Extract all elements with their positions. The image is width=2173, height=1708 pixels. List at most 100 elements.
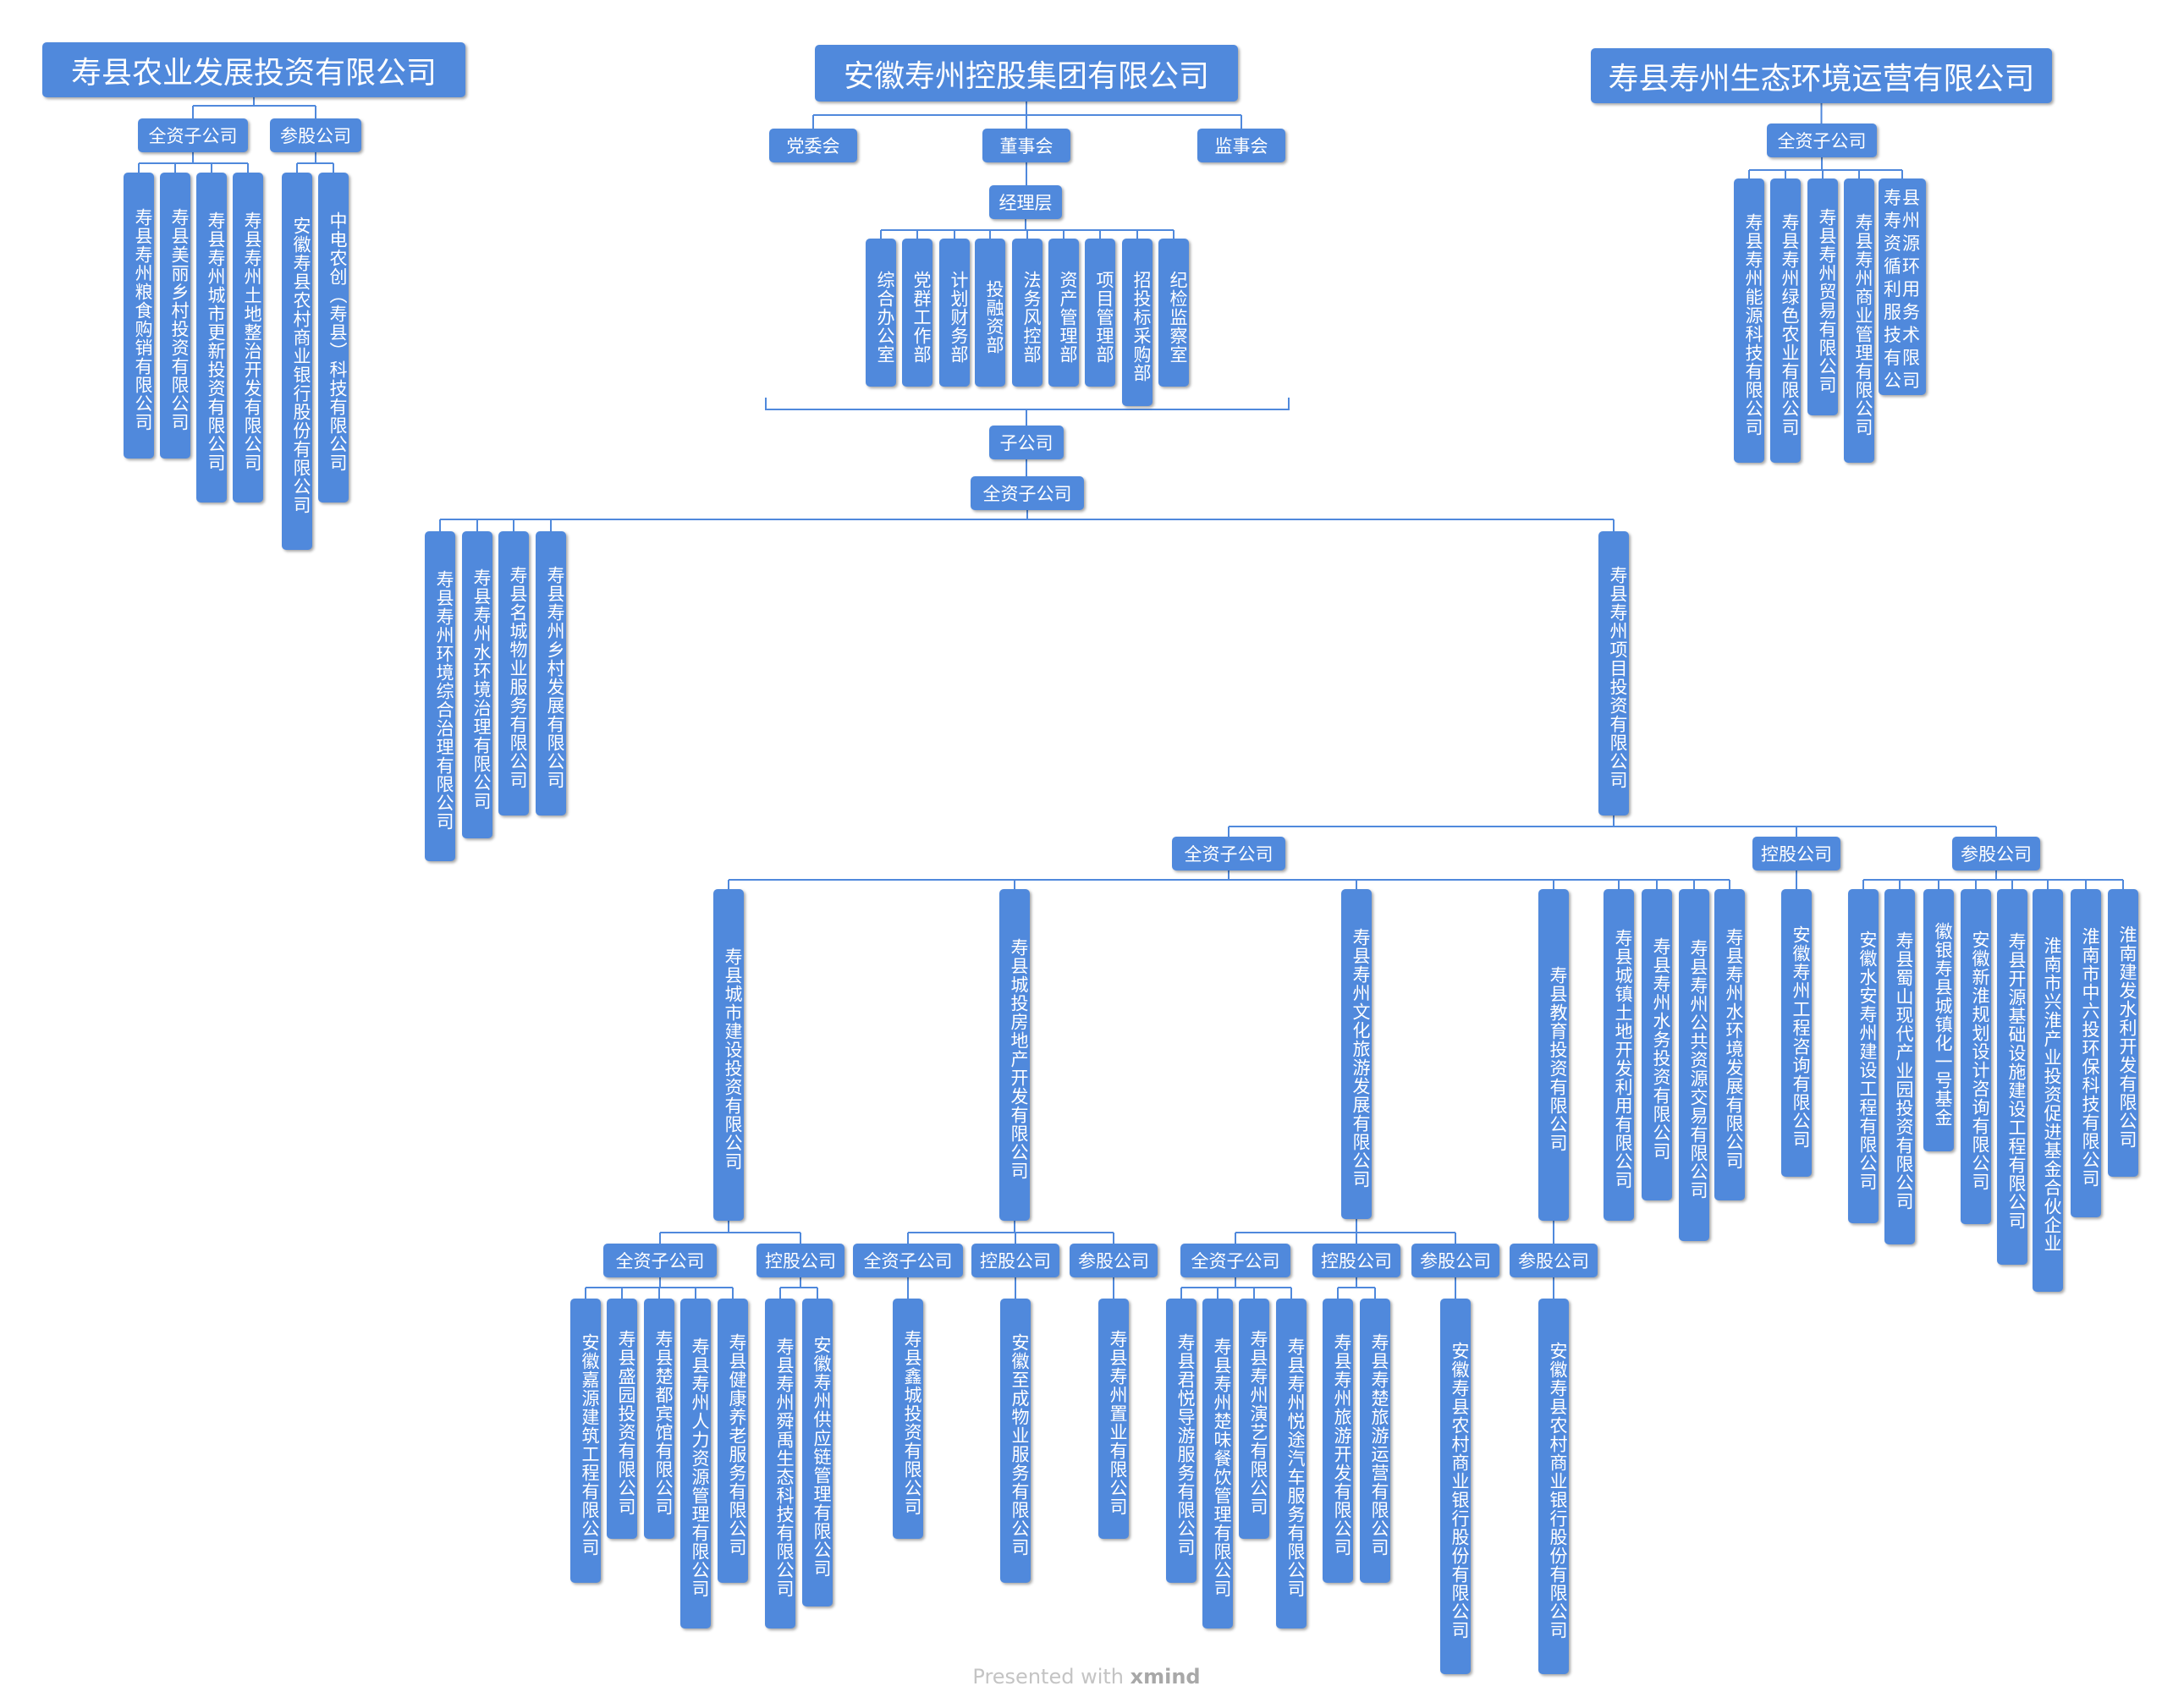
realty-connector — [907, 1221, 1114, 1244]
eco-wholly-company-4[interactable]: 寿县寿州商业管理有限公司 — [1844, 178, 1874, 463]
project-wholly-connector — [728, 870, 1730, 889]
project-equity-company-3[interactable]: 徽银寿县城镇化一号基金 — [1923, 889, 1954, 1151]
department-7[interactable]: 项目管理部 — [1085, 239, 1115, 387]
project-holding-label[interactable]: 控股公司 — [1752, 837, 1840, 870]
eco-wholly-company-1[interactable]: 寿县寿州能源科技有限公司 — [1734, 178, 1764, 463]
realty-wholly-company-1[interactable]: 寿县鑫城投资有限公司 — [893, 1299, 923, 1539]
tourism-equity-label[interactable]: 参股公司 — [1411, 1244, 1499, 1277]
project-equity-company-1[interactable]: 安徽水安寿州建设工程有限公司 — [1848, 889, 1879, 1223]
tourism-equity-company-1[interactable]: 安徽寿县农村商业银行股份有限公司 — [1440, 1299, 1471, 1674]
group-wholly-owned-label[interactable]: 全资子公司 — [971, 476, 1084, 510]
project-equity-company-2[interactable]: 寿县蜀山现代产业园投资有限公司 — [1884, 889, 1915, 1244]
realty-holding-company-1[interactable]: 安徽至成物业服务有限公司 — [1000, 1299, 1031, 1583]
project-wholly-company-7[interactable]: 寿县寿州公共资源交易有限公司 — [1679, 889, 1709, 1241]
urban-connector — [659, 1221, 801, 1244]
eco-wholly-connector — [1748, 157, 1903, 178]
tourism-wholly-company-4[interactable]: 寿县寿州悦途汽车服务有限公司 — [1276, 1299, 1307, 1628]
tourism-wholly-company-3[interactable]: 寿县寿州演艺有限公司 — [1239, 1299, 1269, 1539]
department-5[interactable]: 法务风控部 — [1012, 239, 1042, 387]
project-connector — [1228, 816, 1997, 837]
project-equity-connector — [1862, 870, 2124, 889]
board-of-directors-node[interactable]: 董事会 — [982, 129, 1070, 162]
tourism-wholly-owned-label[interactable]: 全资子公司 — [1180, 1244, 1290, 1277]
group-wholly-company-1[interactable]: 寿县寿州环境综合治理有限公司 — [425, 531, 455, 861]
project-wholly-company-2[interactable]: 寿县城投房地产开发有限公司 — [999, 889, 1030, 1221]
project-wholly-company-3[interactable]: 寿县寿州文化旅游发展有限公司 — [1341, 889, 1372, 1219]
education-equity-company-1[interactable]: 安徽寿县农村商业银行股份有限公司 — [1538, 1299, 1569, 1674]
project-wholly-owned-label[interactable]: 全资子公司 — [1172, 837, 1285, 870]
agri-equity-company-1[interactable]: 安徽寿县农村商业银行股份有限公司 — [282, 173, 312, 550]
project-wholly-company-1[interactable]: 寿县城市建设投资有限公司 — [713, 889, 744, 1221]
project-wholly-company-5[interactable]: 寿县城镇土地开发利用有限公司 — [1604, 889, 1634, 1221]
group-wholly-company-4[interactable]: 寿县寿州乡村发展有限公司 — [536, 531, 566, 816]
agri-wholly-company-1[interactable]: 寿县寿州粮食购销有限公司 — [124, 173, 154, 459]
urban-wholly-company-3[interactable]: 寿县楚都宾馆有限公司 — [644, 1299, 674, 1539]
footer-watermark: Presented with xmind — [972, 1665, 1201, 1689]
root-eco-environment-ops[interactable]: 寿县寿州生态环境运营有限公司 — [1591, 48, 2052, 103]
project-equity-label[interactable]: 参股公司 — [1952, 837, 2040, 870]
project-wholly-company-4[interactable]: 寿县教育投资有限公司 — [1538, 889, 1569, 1221]
agri-wholly-connector — [138, 152, 249, 173]
project-wholly-company-8[interactable]: 寿县寿州水环境发展有限公司 — [1714, 889, 1745, 1200]
tourism-holding-label[interactable]: 控股公司 — [1312, 1244, 1400, 1277]
urban-wholly-connector — [585, 1277, 734, 1299]
agri-equity-company-2[interactable]: 中电农创（寿县）科技有限公司 — [318, 173, 349, 503]
project-holding-company-1[interactable]: 安徽寿州工程咨询有限公司 — [1781, 889, 1812, 1177]
project-equity-company-6[interactable]: 淮南市兴淮产业投资促进基金合伙企业 — [2033, 889, 2063, 1292]
tourism-holding-company-1[interactable]: 寿县寿州旅游开发有限公司 — [1323, 1299, 1353, 1583]
realty-wholly-owned-label[interactable]: 全资子公司 — [853, 1244, 963, 1277]
department-3[interactable]: 计划财务部 — [939, 239, 970, 387]
tourism-wholly-connector — [1180, 1277, 1292, 1299]
department-2[interactable]: 党群工作部 — [902, 239, 932, 387]
realty-equity-label[interactable]: 参股公司 — [1070, 1244, 1158, 1277]
tourism-connector — [1235, 1219, 1456, 1244]
supervisory-board-node[interactable]: 监事会 — [1197, 129, 1285, 162]
tourism-holding-connector — [1337, 1277, 1376, 1299]
root-shouzhou-holding-group[interactable]: 安徽寿州控股集团有限公司 — [815, 45, 1238, 102]
eco-wholly-owned-label[interactable]: 全资子公司 — [1767, 124, 1877, 157]
agri-wholly-company-2[interactable]: 寿县美丽乡村投资有限公司 — [160, 173, 190, 459]
department-6[interactable]: 资产管理部 — [1048, 239, 1079, 387]
tourism-wholly-company-2[interactable]: 寿县寿州楚味餐饮管理有限公司 — [1202, 1299, 1233, 1628]
project-equity-company-5[interactable]: 寿县开源基础设施建设工程有限公司 — [1997, 889, 2027, 1265]
urban-wholly-company-1[interactable]: 安徽嘉源建筑工程有限公司 — [570, 1299, 601, 1583]
project-equity-company-8[interactable]: 淮南建发水利开发有限公司 — [2108, 889, 2138, 1177]
project-equity-company-4[interactable]: 安徽新淮规划设计咨询有限公司 — [1961, 889, 1991, 1224]
agri-connector — [192, 97, 316, 118]
urban-wholly-company-4[interactable]: 寿县寿州人力资源管理有限公司 — [680, 1299, 711, 1628]
urban-holding-company-1[interactable]: 寿县寿州舜禹生态科技有限公司 — [765, 1299, 795, 1628]
tourism-holding-company-2[interactable]: 寿县寿楚旅游运营有限公司 — [1360, 1299, 1390, 1583]
department-4[interactable]: 投融资部 — [975, 239, 1005, 387]
tourism-wholly-company-1[interactable]: 寿县君悦导游服务有限公司 — [1166, 1299, 1197, 1583]
urban-wholly-owned-label[interactable]: 全资子公司 — [603, 1244, 717, 1277]
department-connector — [880, 219, 1175, 239]
agri-equity-label[interactable]: 参股公司 — [270, 118, 361, 152]
group-wholly-company-3[interactable]: 寿县名城物业服务有限公司 — [498, 531, 529, 816]
education-equity-label[interactable]: 参股公司 — [1510, 1244, 1598, 1277]
agri-wholly-owned-label[interactable]: 全资子公司 — [138, 118, 248, 152]
realty-holding-label[interactable]: 控股公司 — [971, 1244, 1059, 1277]
eco-wholly-company-2[interactable]: 寿县寿州绿色农业有限公司 — [1770, 178, 1801, 463]
group-wholly-company-5[interactable]: 寿县寿州项目投资有限公司 — [1598, 531, 1629, 816]
project-equity-company-7[interactable]: 淮南市中六投环保科技有限公司 — [2071, 889, 2101, 1217]
department-9[interactable]: 纪检监察室 — [1158, 239, 1189, 387]
subsidiaries-node[interactable]: 子公司 — [989, 426, 1064, 459]
urban-wholly-company-2[interactable]: 寿县盛园投资有限公司 — [607, 1299, 637, 1539]
group-wholly-company-2[interactable]: 寿县寿州水环境治理有限公司 — [462, 531, 492, 838]
project-wholly-company-6[interactable]: 寿县寿州水务投资有限公司 — [1642, 889, 1672, 1200]
agri-equity-connector — [296, 152, 334, 173]
eco-wholly-company-5[interactable]: 寿县寿州资源循环利用服务技术有限公司 — [1879, 178, 1926, 395]
agri-wholly-company-3[interactable]: 寿县寿州城市更新投资有限公司 — [196, 173, 227, 503]
department-1[interactable]: 综合办公室 — [866, 239, 896, 387]
party-committee-node[interactable]: 党委会 — [769, 129, 857, 162]
realty-equity-company-1[interactable]: 寿县寿州置业有限公司 — [1098, 1299, 1129, 1539]
management-node[interactable]: 经理层 — [989, 185, 1062, 219]
urban-holding-label[interactable]: 控股公司 — [756, 1244, 844, 1277]
department-8[interactable]: 招投标采购部 — [1122, 239, 1153, 406]
urban-wholly-company-5[interactable]: 寿县健康养老服务有限公司 — [718, 1299, 748, 1583]
eco-wholly-company-3[interactable]: 寿县寿州贸易有限公司 — [1807, 178, 1838, 415]
agri-wholly-company-4[interactable]: 寿县寿州土地整治开发有限公司 — [233, 173, 263, 503]
urban-holding-company-2[interactable]: 安徽寿州供应链管理有限公司 — [802, 1299, 833, 1606]
root-agri-dev-invest[interactable]: 寿县农业发展投资有限公司 — [42, 42, 465, 97]
